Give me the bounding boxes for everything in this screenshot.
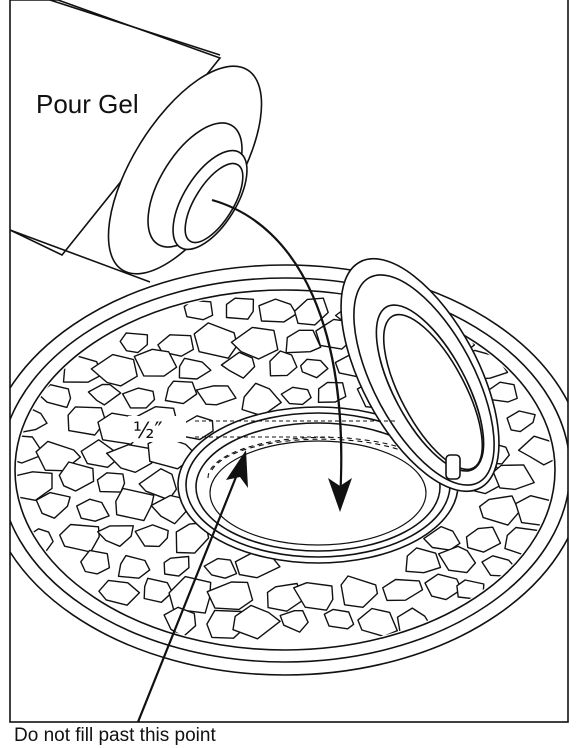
fire-glass-stone-icon [207, 582, 252, 609]
pour-label: Pour Gel [36, 89, 139, 119]
fire-glass-stone-icon [507, 411, 535, 432]
fire-glass-stone-icon [406, 548, 441, 573]
fire-glass-stone-icon [457, 580, 484, 599]
fire-glass-stone-icon [134, 349, 176, 376]
fire-glass-stone-icon [119, 556, 150, 579]
fire-glass-stone-icon [204, 559, 236, 579]
fire-glass-stone-icon [286, 330, 321, 352]
fire-glass-stone-icon [60, 525, 99, 553]
caution-label: Do not fill past this point [14, 725, 216, 746]
fire-glass-stone-icon [91, 355, 137, 386]
fire-glass-stone-icon [116, 488, 154, 520]
fire-glass-stone-icon [319, 382, 346, 402]
fire-glass-stone-icon [294, 583, 333, 611]
fire-glass-stone-icon [233, 605, 280, 638]
fire-glass-stone-icon [99, 580, 139, 605]
fire-glass-stone-icon [179, 358, 210, 379]
measure-label: ½″ [133, 419, 163, 444]
fire-glass-stone-icon [164, 557, 189, 577]
fire-glass-stone-icon [482, 556, 516, 576]
fire-glass-stone-icon [197, 386, 237, 405]
fire-glass-stone-icon [107, 445, 152, 473]
fire-glass-stone-icon [358, 609, 397, 637]
fire-glass-stone-icon [184, 300, 212, 319]
fire-glass-stone-icon [120, 333, 147, 353]
fire-glass-stone-icon [383, 580, 423, 601]
fire-glass-stone-icon [0, 435, 44, 463]
fire-glass-stone-icon [194, 323, 237, 358]
fire-glass-stone-icon [467, 527, 501, 552]
fire-glass-stone-icon [493, 465, 534, 490]
fire-glass-stone-icon [135, 525, 168, 547]
fire-glass-stone-icon [341, 576, 377, 607]
fire-glass-stone-icon [480, 496, 520, 525]
fire-glass-stone-icon [439, 546, 476, 572]
fire-glass-stone-icon [97, 473, 124, 492]
fire-glass-stone-icon [81, 550, 110, 574]
fire-glass-stone-icon [88, 384, 120, 405]
gel-pour-bottle-icon [10, 0, 292, 298]
fire-glass-stone-icon [281, 387, 311, 404]
fire-glass-stone-icon [144, 578, 172, 602]
fire-glass-stone-icon [259, 299, 296, 322]
fire-glass-stone-icon [516, 496, 561, 526]
fire-glass-stone-icon [77, 499, 109, 521]
fire-glass-stone-icon [324, 609, 353, 628]
fire-glass-stone-icon [165, 381, 196, 403]
fire-glass-stone-icon [425, 574, 461, 599]
fire-glass-stone-icon [301, 359, 328, 377]
fire-glass-stone-icon [98, 526, 134, 547]
fire-glass-stone-icon [123, 388, 155, 408]
fire-glass-stone-icon [38, 385, 70, 408]
fire-glass-stone-icon [280, 611, 308, 632]
fire-glass-stone-icon [227, 298, 254, 319]
fire-glass-stone-icon [270, 351, 297, 376]
